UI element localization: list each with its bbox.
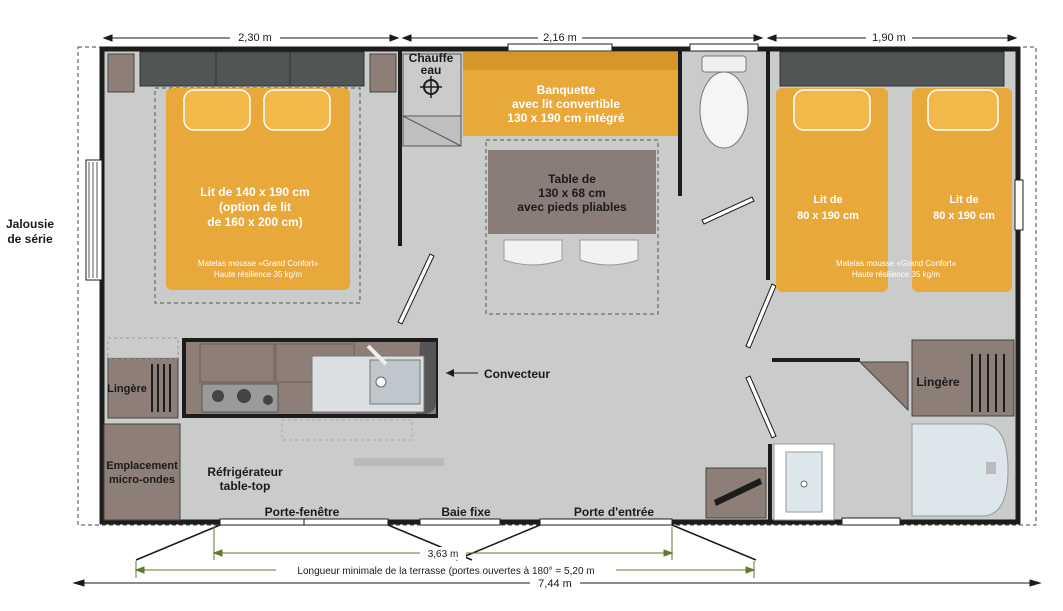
- nightstand-right: [369, 53, 397, 93]
- bed-twin-2-label-1: Lit de: [949, 194, 978, 206]
- pillow-twin-1: [793, 89, 871, 131]
- toilet-bowl: [699, 71, 749, 149]
- bed-twin-2: [912, 88, 1012, 292]
- microwave-label-1: Emplacement: [106, 460, 178, 472]
- water-heater-label-1: Chauffe: [409, 51, 454, 65]
- baie-fixe-label: Baie fixe: [441, 505, 491, 519]
- bed-twin-1-label-1: Lit de: [813, 194, 842, 206]
- toilet-tank: [701, 55, 747, 73]
- hangers-right-icon: [971, 354, 1005, 412]
- jalousie-label-2: de série: [7, 232, 53, 246]
- mattress-left-label-1: Matelas mousse «Grand Confort»: [198, 259, 319, 268]
- convecteur-label: Convecteur: [484, 367, 550, 381]
- bed-twin-2-label-2: 80 x 190 cm: [933, 210, 995, 222]
- dim-width-right: 1,90 m: [872, 32, 906, 44]
- pillow-1: [183, 89, 251, 131]
- sink-drain-icon: [375, 376, 387, 388]
- fridge-label-2: table-top: [220, 479, 271, 493]
- shower-tray: [911, 423, 1009, 517]
- lingere-left-label: Lingère: [107, 383, 147, 395]
- porte-entree-label: Porte d'entrée: [574, 505, 655, 519]
- jalousie-label-1: Jalousie: [6, 217, 54, 231]
- hangers-left-icon: [151, 364, 171, 412]
- table: [488, 150, 656, 234]
- table-label-3: avec pieds pliables: [517, 200, 627, 214]
- bathroom-door-panel: [714, 478, 762, 506]
- table-extended-outline: [485, 139, 659, 315]
- mattress-left-label-2: Haute résilience 35 kg/m: [214, 270, 302, 279]
- shower-drain-icon: [986, 462, 996, 474]
- table-label-2: 130 x 68 cm: [538, 186, 605, 200]
- dim-front-opening: 3,63 m: [428, 549, 459, 560]
- banquette-back: [463, 52, 678, 70]
- dim-total-length: 7,44 m: [538, 578, 572, 590]
- interior-doors: [397, 196, 777, 439]
- lingere-right-label: Lingère: [916, 375, 960, 389]
- faucet-icon: [366, 344, 388, 366]
- water-heater-label-2: eau: [421, 63, 442, 77]
- burner-3-icon: [263, 395, 273, 405]
- dim-width-left: 2,30 m: [238, 32, 272, 44]
- banquette-label-2: avec lit convertible: [512, 97, 620, 111]
- stool-1: [503, 239, 563, 266]
- bed-twin-1-label-2: 80 x 190 cm: [797, 210, 859, 222]
- banquette-label-3: 130 x 190 cm intégré: [507, 111, 625, 125]
- bed-main: [166, 88, 350, 290]
- bed-main-label-1: Lit de 140 x 190 cm: [200, 185, 309, 199]
- dim-width-middle: 2,16 m: [543, 32, 577, 44]
- mattress-right-label-1: Matelas mousse «Grand Confort»: [836, 259, 957, 268]
- porte-fenetre-label: Porte-fenêtre: [265, 505, 340, 519]
- bed-twin-1: [776, 88, 888, 292]
- microwave-label-2: micro-ondes: [109, 474, 175, 486]
- banquette-label-1: Banquette: [537, 83, 596, 97]
- pillow-twin-2: [927, 89, 999, 131]
- washbasin-drain-icon: [800, 480, 808, 488]
- microwave-space: [103, 423, 181, 521]
- pillow-2: [263, 89, 331, 131]
- burner-1-icon: [212, 390, 224, 402]
- bed-main-label-3: de 160 x 200 cm): [207, 215, 302, 229]
- interior-walls: [398, 49, 860, 522]
- burner-2-icon: [237, 389, 251, 403]
- headboard-twin: [779, 51, 1005, 87]
- jalousie-slats: [88, 162, 98, 278]
- nightstand-left: [107, 53, 135, 93]
- fridge-label-1: Réfrigérateur: [207, 465, 283, 479]
- table-label-1: Table de: [548, 172, 596, 186]
- doormat: [354, 458, 444, 466]
- terrace-note: Longueur minimale de la terrasse (portes…: [297, 566, 594, 577]
- corner-shelf: [858, 361, 909, 412]
- lingere-left: [107, 357, 179, 419]
- bed-main-label-2: (option de lit: [219, 200, 291, 214]
- headboard-main: [139, 51, 365, 87]
- stool-2: [579, 239, 639, 266]
- sink-basin: [369, 359, 421, 405]
- mattress-right-label-2: Haute résilience 35 kg/m: [852, 270, 940, 279]
- windows: [85, 43, 1024, 526]
